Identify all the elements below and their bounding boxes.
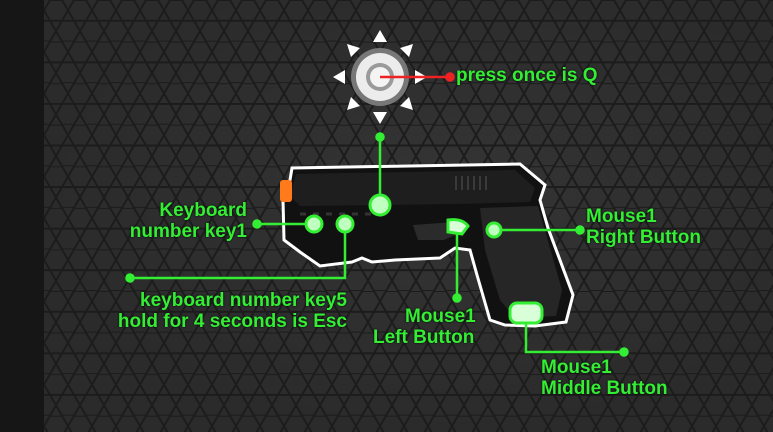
- connector-dot: [452, 293, 462, 303]
- joystick-button-highlight: [368, 193, 392, 217]
- left-button-highlight: [446, 218, 470, 236]
- left-border: [0, 0, 44, 432]
- key1-button-highlight: [304, 214, 324, 234]
- connector-dot: [252, 219, 262, 229]
- middle-button-label-line1: Mouse1: [541, 357, 612, 378]
- connector-dot: [125, 273, 135, 283]
- key1-label: Keyboard number key1: [130, 200, 247, 242]
- key5-label-line1: keyboard number key5: [140, 290, 347, 311]
- joystick-label: press once is Q: [456, 65, 598, 86]
- joystick-press-line: [380, 72, 455, 82]
- left-button-label-line2: Left Button: [373, 327, 475, 348]
- key1-label-line1: Keyboard: [159, 200, 247, 221]
- key5-label: keyboard number key5 hold for 4 seconds …: [118, 290, 347, 332]
- connector-dot: [575, 225, 585, 235]
- right-button-label-line1: Mouse1: [586, 206, 657, 227]
- middle-button-connector-line: [524, 318, 624, 354]
- connector-dot: [375, 132, 385, 142]
- middle-button-label: Mouse1 Middle Button: [541, 357, 668, 399]
- right-button-label-line2: Right Button: [586, 227, 702, 248]
- right-button-label: Mouse1 Right Button: [586, 206, 701, 248]
- left-button-label: Mouse1 Left Button: [373, 306, 476, 348]
- key5-button-highlight: [335, 214, 355, 234]
- button-highlights: [304, 193, 544, 325]
- middle-button-label-line2: Middle Button: [541, 378, 668, 399]
- key5-connector-line: [130, 224, 347, 280]
- left-button-label-line1: Mouse1: [405, 306, 476, 327]
- right-button-highlight: [485, 221, 503, 239]
- middle-button-highlight: [508, 301, 544, 325]
- connector-dot: [619, 347, 629, 357]
- key5-label-line2: hold for 4 seconds is Esc: [117, 311, 347, 332]
- key1-label-line2: number key1: [129, 221, 247, 242]
